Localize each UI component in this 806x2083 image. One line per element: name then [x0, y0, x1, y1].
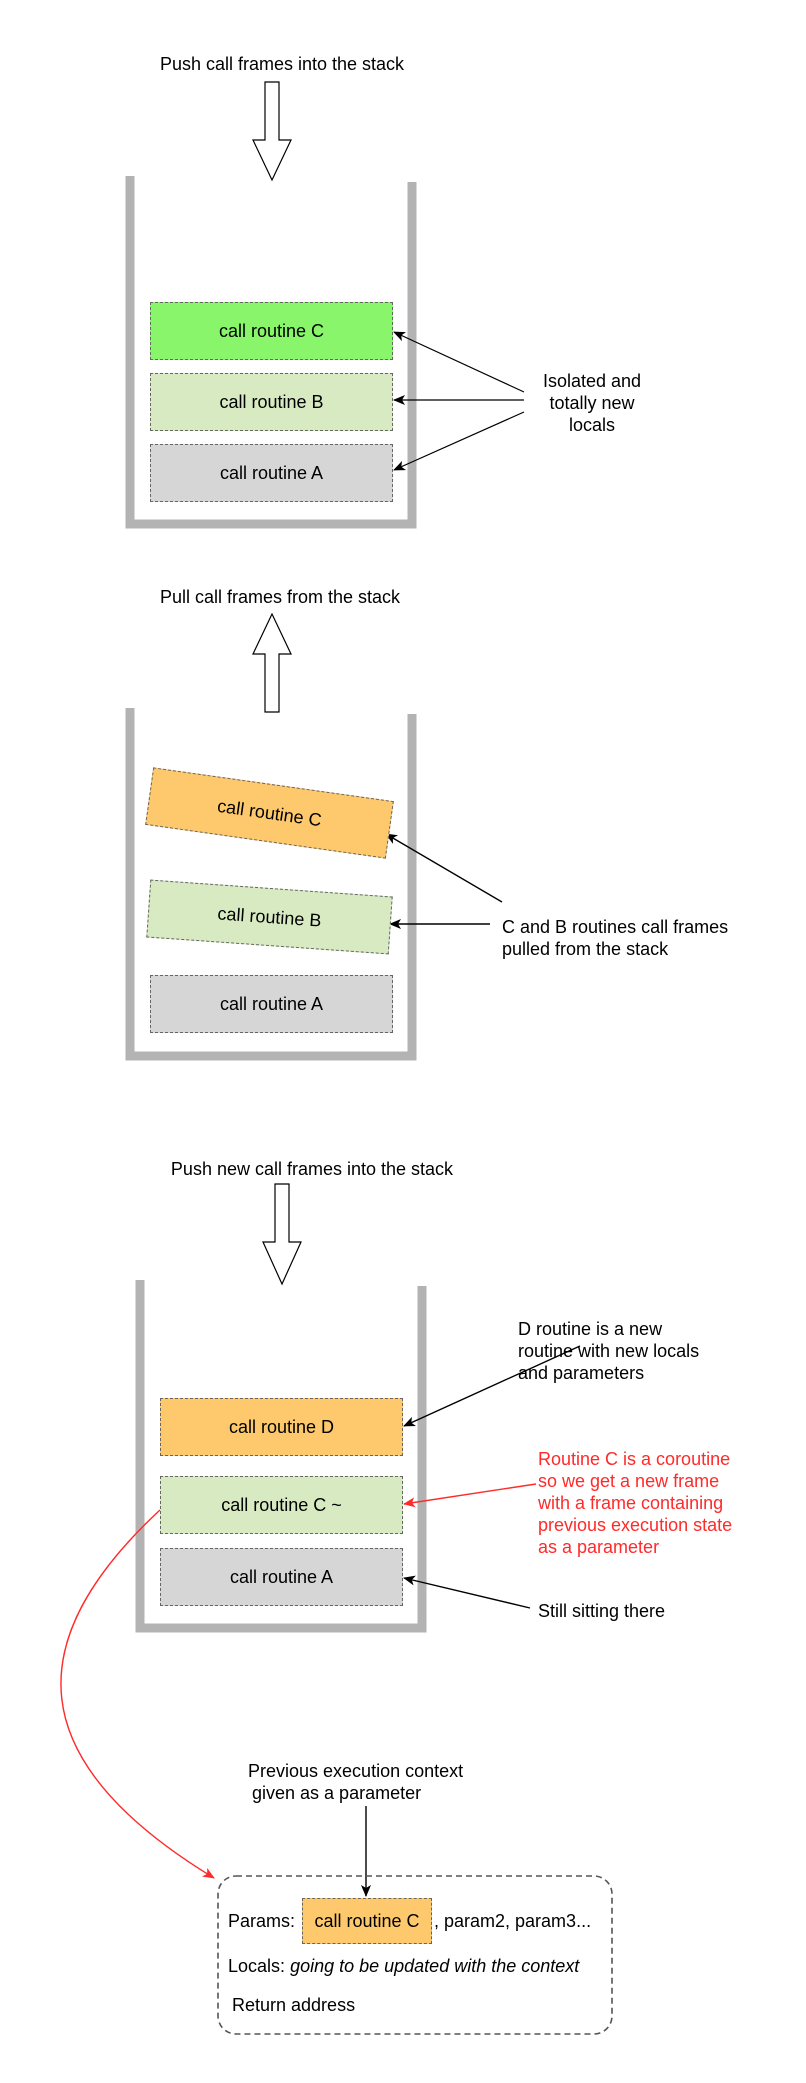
frame-coroutine-c: call routine C ~ — [160, 1476, 403, 1534]
section1-title: Push call frames into the stack — [159, 54, 405, 74]
coroutine-context-curve — [60, 1509, 215, 1879]
remaining-frame-routine-a: call routine A — [150, 975, 393, 1033]
stack-container-2 — [125, 708, 417, 1061]
return-address-label: Return address — [232, 1995, 356, 2015]
arrow-to-frame-a — [393, 411, 525, 471]
note-d-line3: and parameters — [518, 1363, 645, 1383]
note-d-line1: D routine is a new — [518, 1319, 663, 1339]
note-isolated-line1: Isolated and — [542, 371, 642, 391]
locals-label: Locals: — [228, 1956, 286, 1976]
params-rest: , param2, param3... — [434, 1911, 592, 1931]
frame-routine-b: call routine B — [150, 373, 393, 431]
params-frame-routine-c: call routine C — [302, 1898, 432, 1944]
frame-routine-a: call routine A — [150, 444, 393, 502]
arrow-to-frame-a-still — [403, 1575, 531, 1609]
arrow-to-coroutine-frame — [403, 1483, 537, 1508]
note-coroutine-line1: Routine C is a coroutine — [538, 1449, 731, 1469]
context-title-line1: Previous execution context — [248, 1761, 464, 1781]
frame-routine-c: call routine C — [150, 302, 393, 360]
frame-routine-d: call routine D — [160, 1398, 403, 1456]
arrow-to-frame-d — [403, 1345, 581, 1427]
section3-title: Push new call frames into the stack — [170, 1159, 454, 1179]
pull-arrow-icon — [252, 612, 292, 713]
note-coroutine-line5: as a parameter — [538, 1537, 660, 1557]
arrow-to-pulled-frame-c — [385, 833, 503, 903]
arrow-to-frame-c — [393, 331, 525, 393]
push-arrow-icon — [252, 81, 292, 182]
execution-context-box — [217, 1875, 613, 2035]
note-pulled-line1: C and B routines call frames — [502, 917, 729, 937]
note-coroutine-line4: previous execution state — [538, 1515, 733, 1535]
note-still-sitting: Still sitting there — [538, 1601, 666, 1621]
push-new-arrow-icon — [262, 1183, 302, 1286]
note-pulled-line2: pulled from the stack — [502, 939, 669, 959]
params-label: Params: — [228, 1911, 296, 1931]
stack-container-1 — [125, 176, 417, 529]
frame-routine-a-bottom: call routine A — [160, 1548, 403, 1606]
stack-container-3 — [135, 1280, 427, 1633]
note-coroutine-line3: with a frame containing — [538, 1493, 724, 1513]
context-title-line2: given as a parameter — [252, 1783, 422, 1803]
note-coroutine-line2: so we get a new frame — [538, 1471, 720, 1491]
section2-title: Pull call frames from the stack — [159, 587, 401, 607]
note-isolated-line3: locals — [568, 415, 616, 435]
note-d-line2: routine with new locals — [518, 1341, 700, 1361]
locals-row: Locals: going to be updated with the con… — [228, 1955, 579, 1977]
locals-value: going to be updated with the context — [290, 1956, 580, 1976]
note-isolated-line2: totally new — [549, 393, 635, 413]
